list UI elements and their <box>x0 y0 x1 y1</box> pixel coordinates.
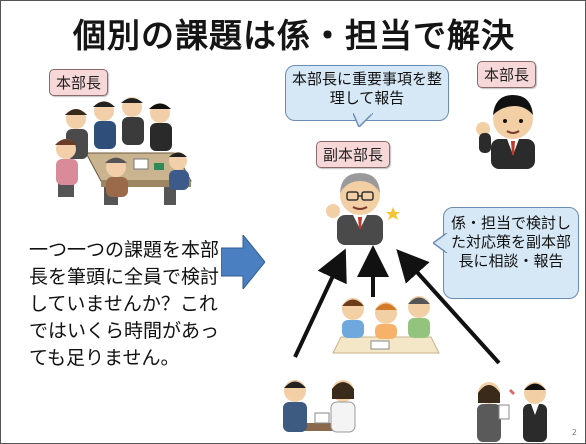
slide-title: 個別の課題は係・担当で解決 <box>73 16 515 55</box>
head-manager-illustration <box>476 95 535 169</box>
consult-bubble-text: 係・担当で検討した対応策を副本部長に相談・報告 <box>450 214 571 270</box>
report-bubble-tail <box>353 113 373 127</box>
group-meeting-illustration <box>55 97 192 205</box>
team-discussion-illustration <box>332 296 440 354</box>
report-bubble: 本部長に重要事項を整理して報告 <box>285 65 449 121</box>
page-number: 2 <box>571 428 577 437</box>
right-arrow-icon <box>221 235 265 289</box>
problem-description: 一つ一つの課題を本部長を筆頭に全員で検討していませんか？これではいくら時間があっ… <box>29 239 220 369</box>
label-vice-head: 副本部長 <box>316 141 391 168</box>
report-arrows <box>293 245 501 365</box>
consult-bubble: 係・担当で検討した対応策を副本部長に相談・報告 <box>443 207 579 299</box>
consult-bubble-tail <box>433 233 447 253</box>
report-bubble-text: 本部長に重要事項を整理して報告 <box>291 70 442 107</box>
label-head-left: 本部長 <box>49 69 109 96</box>
staff-discussion-illustration <box>477 382 547 442</box>
vice-head-illustration <box>326 173 400 245</box>
label-head-right: 本部長 <box>477 61 537 88</box>
staff-pair-illustration <box>283 380 356 433</box>
